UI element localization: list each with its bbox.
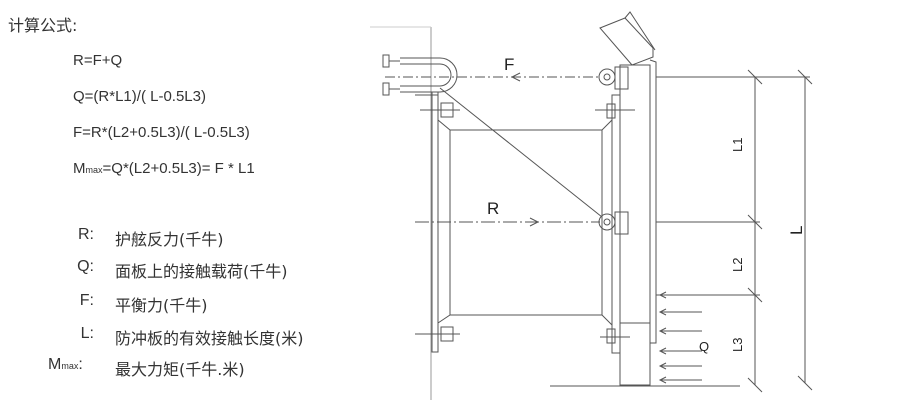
formula-heading: 计算公式:	[8, 16, 78, 35]
legend-text-l: 防冲板的有效接触长度(米)	[115, 329, 304, 348]
fender-bottom	[437, 314, 613, 326]
upper-pin	[598, 68, 616, 86]
label-l1: L1	[730, 138, 745, 152]
mmax-rest: =Q*(L2+0.5L3)= F * L1	[102, 160, 255, 177]
formula-mmax: Mmax=Q*(L2+0.5L3)= F * L1	[73, 160, 255, 177]
label-r: R	[487, 199, 499, 218]
label-q: Q	[699, 339, 709, 354]
legend-key-r: R:	[78, 226, 94, 243]
legend-key-f: F:	[79, 292, 94, 309]
legend-mmax-sub: max	[61, 361, 79, 371]
legend-text-r: 护舷反力(千牛)	[115, 230, 224, 249]
formula-f: F=R*(L2+0.5L3)/( L-0.5L3)	[73, 124, 250, 141]
panel-face-plate	[649, 59, 657, 344]
legend-text-mmax: 最大力矩(千牛.米)	[115, 360, 245, 379]
fender-top	[437, 119, 613, 131]
mmax-sub: max	[85, 165, 103, 175]
legend-mmax-m: M	[48, 356, 62, 373]
force-r-arrow	[529, 217, 540, 227]
legend-mmax-colon: :	[78, 356, 83, 373]
load-q-arrows	[658, 291, 702, 384]
mmax-m: M	[73, 160, 86, 177]
legend-key-l: L:	[80, 325, 94, 342]
top-chain-bracket	[599, 17, 654, 66]
legend-key-mmax: Mmax:	[48, 356, 83, 374]
frontal-panel	[619, 64, 651, 386]
legend-text-q: 面板上的接触载荷(千牛)	[115, 262, 288, 281]
label-l3: L3	[730, 338, 745, 352]
label-f: F	[504, 55, 514, 74]
u-bolt	[382, 54, 458, 96]
legend-text-f: 平衡力(千牛)	[115, 296, 208, 315]
force-f-arrow	[510, 72, 521, 82]
right-flange	[611, 94, 621, 354]
label-l2: L2	[730, 258, 745, 272]
label-l: L	[787, 226, 806, 235]
formula-r: R=F+Q	[73, 52, 123, 69]
formula-q: Q=(R*L1)/( L-0.5L3)	[73, 88, 206, 105]
chain-line	[439, 87, 603, 218]
legend-key-q: Q:	[77, 258, 94, 275]
dimension-ticks	[747, 69, 813, 393]
